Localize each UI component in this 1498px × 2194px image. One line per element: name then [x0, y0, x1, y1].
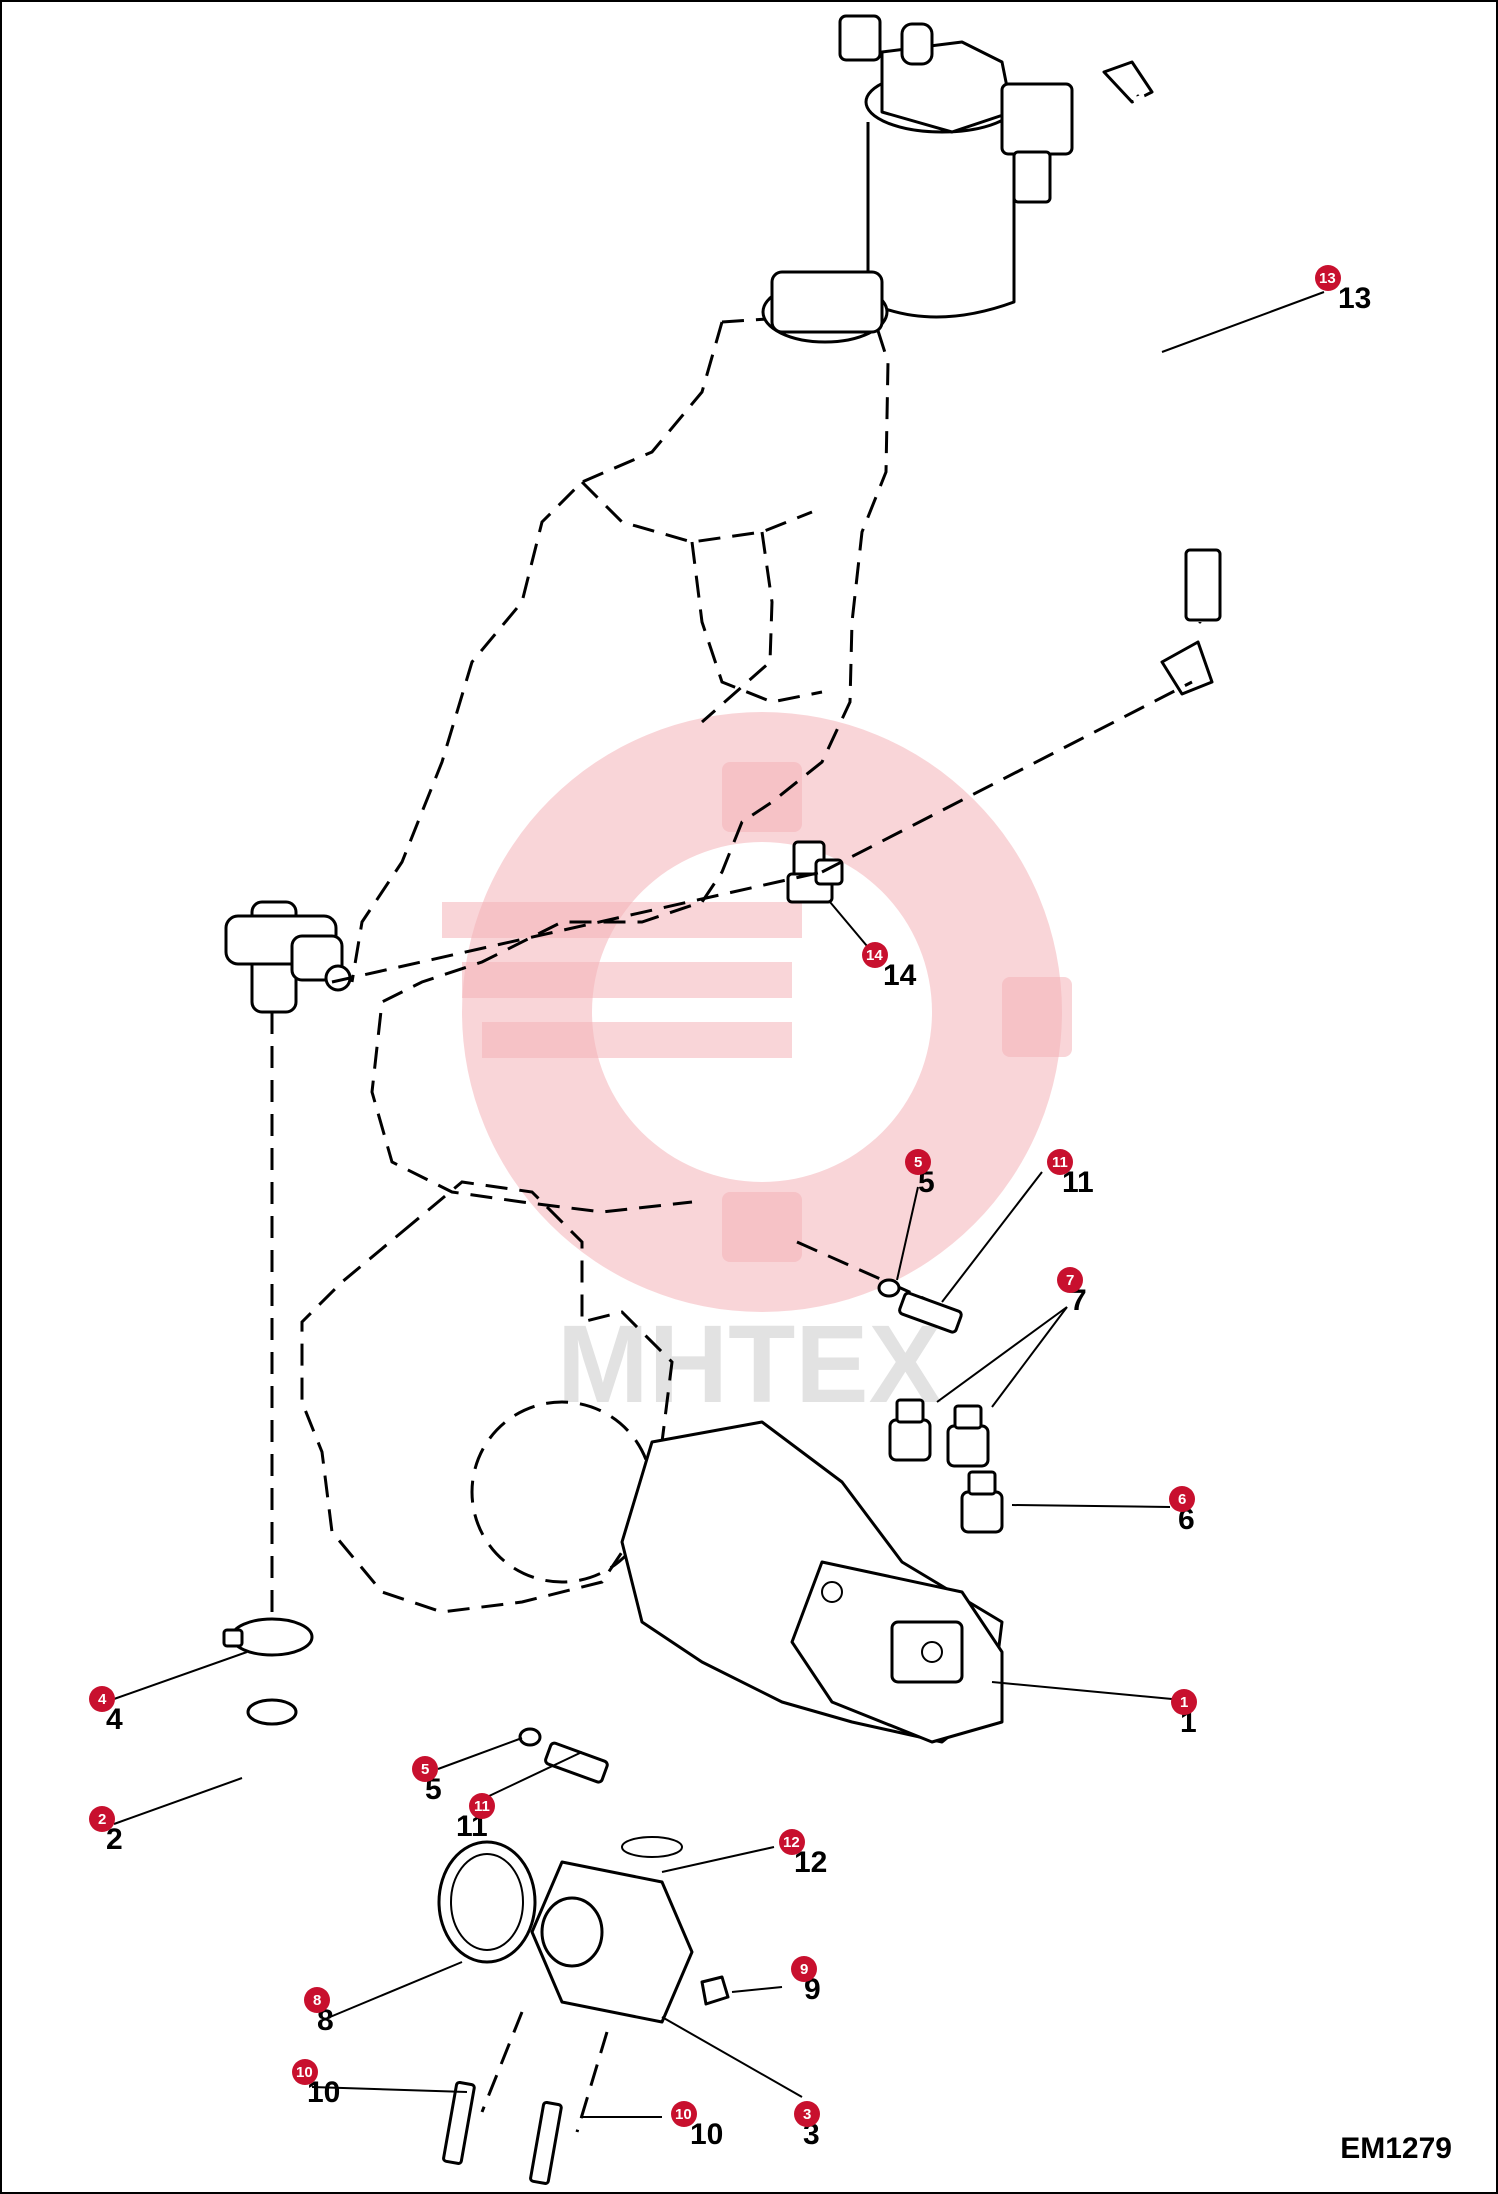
hydraulic-pump	[620, 1420, 1004, 1744]
callout-12[interactable]: 12 12	[779, 1829, 827, 1879]
svg-text:1: 1	[1180, 1694, 1188, 1711]
mounting-bolts	[518, 1278, 963, 1784]
svg-text:13: 13	[1338, 282, 1371, 315]
callout-9[interactable]: 9 9	[791, 1956, 821, 2006]
watermark-logo: MHTEX	[442, 712, 1072, 1426]
svg-text:11: 11	[474, 1798, 490, 1815]
svg-text:6: 6	[1178, 1491, 1186, 1508]
callout-3[interactable]: 3 3	[794, 2101, 820, 2151]
svg-text:5: 5	[914, 1154, 922, 1171]
callout-13[interactable]: 13 13	[1315, 265, 1371, 315]
svg-text:2: 2	[106, 1823, 123, 1856]
callout-14[interactable]: 14 14	[862, 942, 917, 992]
adapter-bolts	[442, 2011, 609, 2185]
callout-2[interactable]: 2 2	[89, 1806, 123, 1856]
svg-text:8: 8	[313, 1992, 321, 2009]
watermark-text: MHTEX	[557, 1303, 942, 1426]
callout-5-upper[interactable]: 5 5	[905, 1149, 935, 1199]
tee-fitting	[224, 900, 352, 1014]
callout-11-lower[interactable]: 11 11	[456, 1793, 495, 1843]
fuel-filter	[838, 14, 1074, 319]
figure-code: EM1279	[1340, 2132, 1452, 2165]
fuel-line	[1102, 60, 1222, 696]
callout-7[interactable]: 7 7	[1057, 1267, 1087, 1317]
callout-5-lower[interactable]: 5 5	[412, 1756, 442, 1806]
svg-text:11: 11	[1052, 1154, 1068, 1171]
callout-11-upper[interactable]: 11 11	[1047, 1149, 1094, 1199]
svg-text:10: 10	[690, 2118, 723, 2151]
callout-10-left[interactable]: 10 10	[292, 2059, 340, 2109]
hose-and-clamp	[222, 1617, 469, 1931]
svg-text:3: 3	[803, 2106, 811, 2123]
callout-leaders	[113, 291, 1325, 2118]
pump-fittings	[888, 1398, 1004, 1534]
svg-text:12: 12	[783, 1834, 800, 1851]
callout-6[interactable]: 6 6	[1169, 1486, 1195, 1536]
svg-text:10: 10	[296, 2064, 313, 2081]
callout-1[interactable]: 1 1	[1171, 1689, 1197, 1739]
callouts: 1 1 2 2 3 3 4 4 5 5 5 5 6 6 7 7	[89, 265, 1371, 2151]
svg-text:14: 14	[883, 959, 917, 992]
inlet-adapter-assembly	[437, 1836, 730, 2024]
svg-text:9: 9	[800, 1961, 808, 1978]
assembly-guide-lines	[270, 680, 1193, 1642]
svg-text:4: 4	[98, 1691, 107, 1708]
callout-8[interactable]: 8 8	[304, 1987, 334, 2037]
callout-10-right[interactable]: 10 10	[671, 2101, 723, 2151]
svg-text:5: 5	[421, 1761, 429, 1778]
svg-text:10: 10	[675, 2106, 692, 2123]
svg-text:13: 13	[1319, 270, 1336, 287]
callout-4[interactable]: 4 4	[89, 1686, 123, 1736]
svg-text:7: 7	[1066, 1272, 1074, 1289]
svg-text:14: 14	[866, 947, 883, 964]
svg-text:4: 4	[106, 1703, 123, 1736]
svg-text:2: 2	[98, 1811, 106, 1828]
hydraulic-reservoir-phantom	[350, 270, 890, 1214]
